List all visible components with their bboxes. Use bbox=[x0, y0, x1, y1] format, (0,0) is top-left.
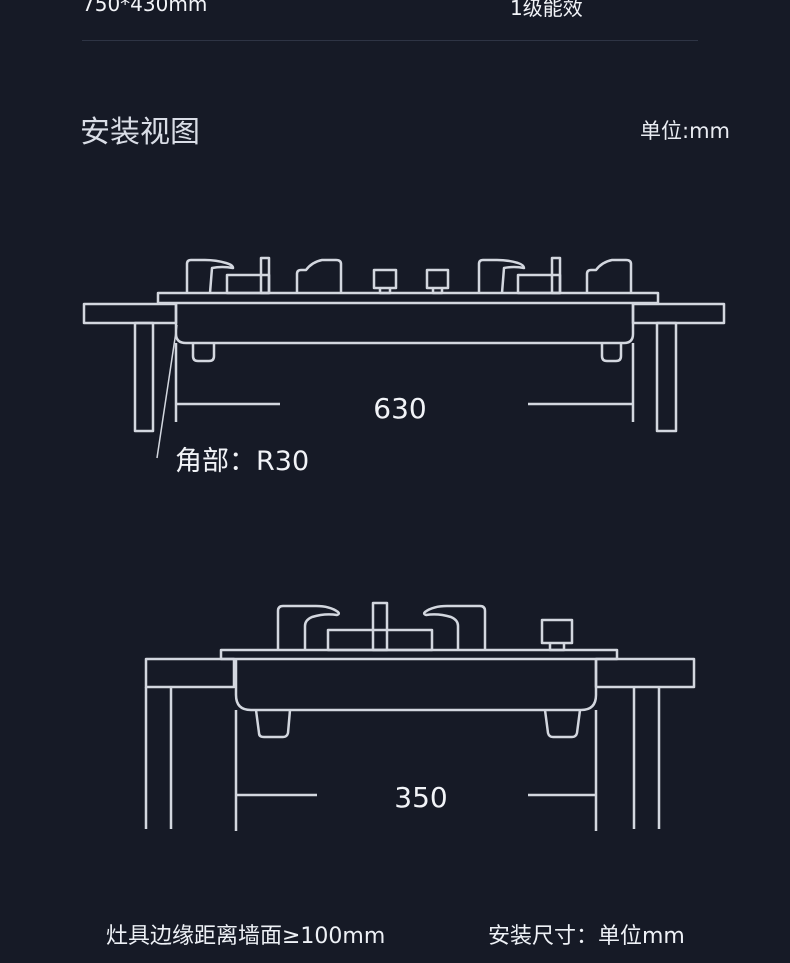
corner-radius-label: 角部：R30 bbox=[175, 446, 309, 477]
section-divider bbox=[82, 40, 698, 41]
burner-right-cap bbox=[516, 273, 562, 295]
unit-label: 单位:mm bbox=[640, 119, 730, 143]
cabinet-leg-left bbox=[133, 321, 155, 433]
side-burner-support-left bbox=[276, 604, 341, 650]
side-countertop-right bbox=[594, 657, 696, 689]
install-size-caption: 安装尺寸：单位mm bbox=[488, 924, 685, 949]
side-cooktop-body bbox=[234, 659, 598, 712]
side-foot-right bbox=[543, 709, 582, 739]
knob-right bbox=[425, 268, 450, 290]
cooktop-foot-left bbox=[191, 343, 216, 363]
cooktop-foot-right bbox=[600, 343, 623, 363]
side-countertop-left bbox=[144, 657, 236, 689]
depth-dimension-label: 350 bbox=[394, 781, 447, 814]
section-title: 安装视图 bbox=[80, 115, 200, 150]
burner-left-support-a bbox=[185, 258, 235, 294]
side-view-drawing bbox=[144, 601, 696, 831]
burner-left-support-b bbox=[295, 258, 343, 293]
countertop-left bbox=[82, 302, 178, 325]
wall-clearance-caption: 灶具边缘距离墙面≥100mm bbox=[106, 924, 386, 949]
side-burner-post bbox=[371, 601, 389, 652]
side-burner-cap bbox=[326, 628, 434, 652]
burner-right-post bbox=[550, 256, 562, 295]
cooktop-size-text: 750*430mm bbox=[82, 0, 208, 16]
countertop-right bbox=[631, 302, 726, 325]
width-dimension-label: 630 bbox=[373, 392, 426, 425]
burner-right-support-a bbox=[477, 258, 526, 294]
corner-leader-line bbox=[156, 324, 178, 459]
cabinet-leg-right bbox=[655, 321, 678, 433]
side-foot-left bbox=[254, 709, 292, 739]
cooktop-panel bbox=[156, 291, 660, 305]
side-cooktop-panel bbox=[219, 648, 619, 661]
burner-left-post bbox=[259, 256, 271, 295]
burner-left-cap bbox=[225, 273, 271, 295]
side-knob bbox=[540, 618, 574, 645]
front-view-drawing bbox=[82, 256, 726, 459]
knob-left bbox=[372, 268, 398, 290]
burner-right-support-b bbox=[585, 258, 633, 293]
side-burner-support-right bbox=[422, 604, 487, 650]
cooktop-body bbox=[174, 303, 635, 345]
energy-rating-text: 1级能效 bbox=[510, 0, 583, 20]
